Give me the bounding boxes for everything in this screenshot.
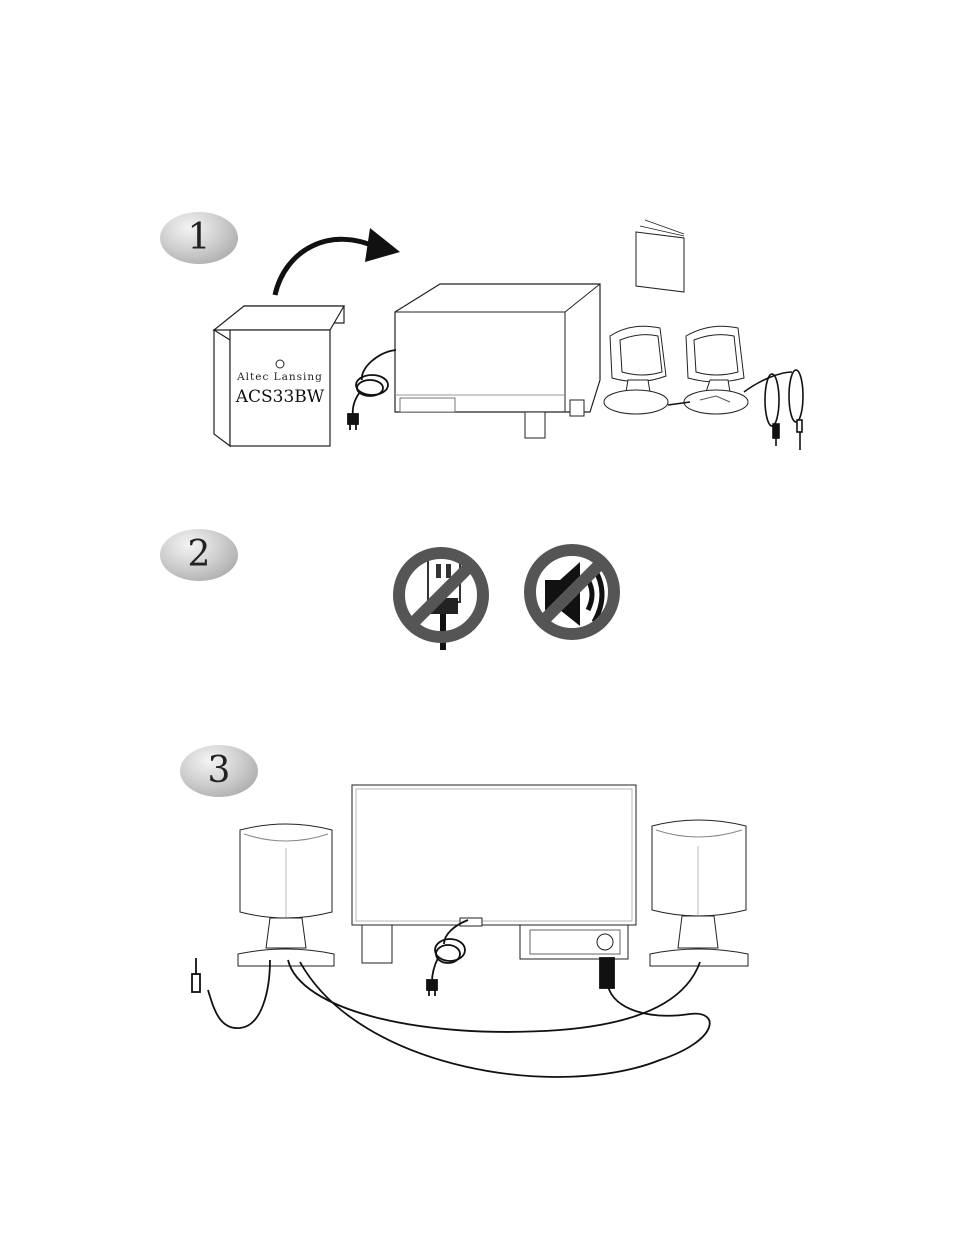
satellite-speakers	[604, 326, 748, 414]
unpack-arrow-icon	[275, 239, 378, 295]
product-box: Altec Lansing ACS33BW	[214, 306, 344, 446]
subwoofer-large	[352, 785, 636, 963]
left-speaker	[238, 824, 334, 966]
step-3-connect-illustration	[192, 785, 748, 1077]
connection-cables	[192, 958, 710, 1077]
step-2-warnings	[399, 550, 614, 650]
right-speaker	[650, 820, 748, 966]
power-cord	[348, 350, 396, 430]
no-plug-icon	[399, 553, 483, 650]
step-1-unpack-illustration: Altec Lansing ACS33BW	[214, 220, 803, 450]
box-model: ACS33BW	[235, 387, 325, 407]
power-cord-step3	[427, 920, 468, 996]
arrow-head	[365, 228, 400, 262]
subwoofer	[395, 284, 600, 438]
user-manual	[636, 220, 684, 292]
mute-icon	[530, 550, 614, 634]
box-brand: Altec Lansing	[236, 371, 323, 383]
